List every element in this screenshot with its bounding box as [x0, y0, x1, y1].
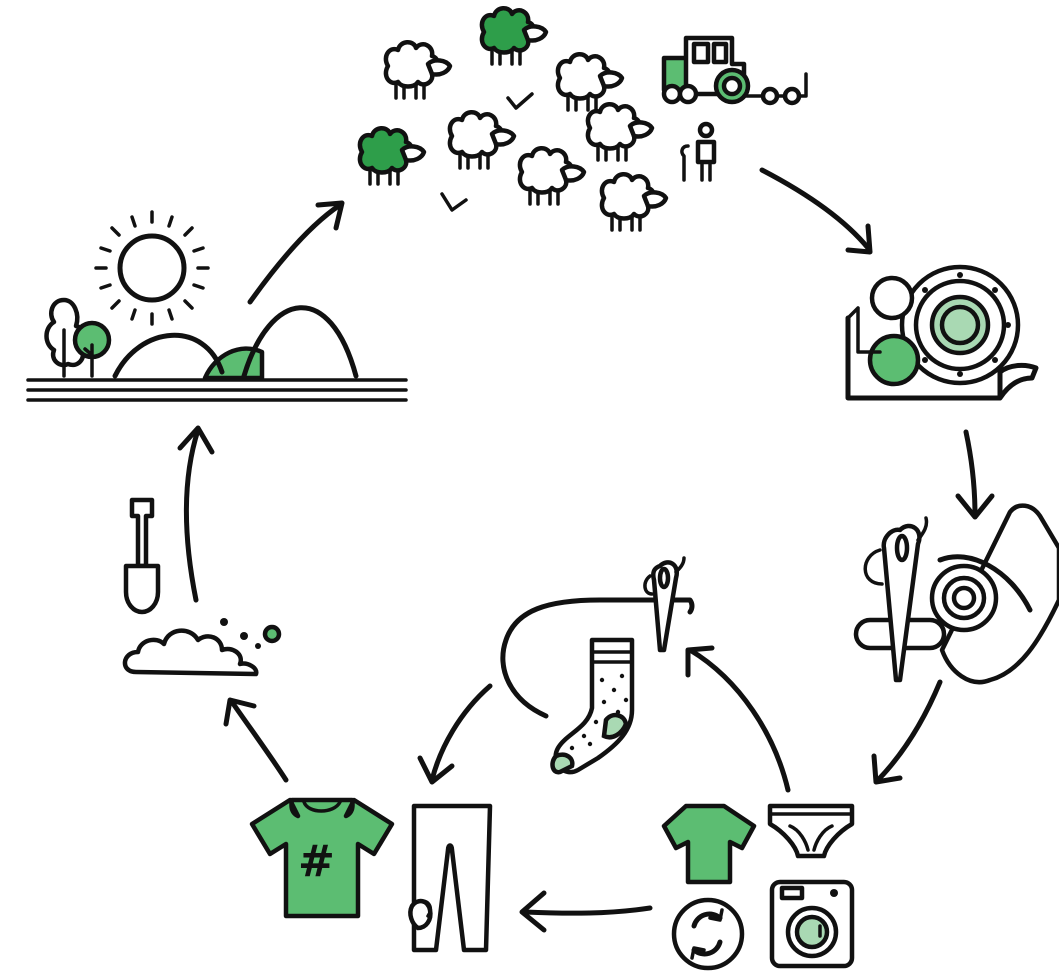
arrow-machine-to-yarn	[955, 429, 995, 520]
arrow-care-to-mending	[685, 645, 791, 793]
yarn-and-fabric-icon	[853, 503, 1059, 685]
sheep-farm-icon	[360, 8, 808, 230]
sheep-icon	[602, 174, 666, 230]
cycle-arrows	[177, 167, 995, 933]
bird-icon	[440, 92, 534, 212]
soil-mound-icon	[122, 618, 282, 677]
underwear-icon	[767, 803, 855, 859]
arrow-landscape-to-sheep	[247, 200, 345, 305]
dotted-ring	[922, 272, 1011, 377]
shovel-icon	[123, 497, 161, 615]
recycle-wash-icon	[671, 897, 745, 971]
green-tshirt-icon	[661, 803, 757, 885]
ground-lines	[26, 378, 408, 402]
needle-icon	[643, 556, 686, 653]
biodegrade-soil-icon	[122, 497, 282, 677]
tractor-icon	[661, 35, 808, 106]
hashtag-mark: #	[298, 836, 335, 887]
farmer-icon	[680, 121, 717, 182]
arrow-tshirt-to-soil	[223, 697, 289, 783]
trees-icon	[44, 297, 112, 378]
sheep-icon	[360, 128, 424, 184]
landscape-icon	[26, 210, 408, 402]
repair-mending-icon	[500, 556, 695, 775]
sheep-icon	[482, 8, 546, 64]
arrow-soil-to-landscape	[177, 425, 215, 603]
sock-icon	[550, 637, 635, 775]
worn-garments-icon: #	[249, 797, 493, 953]
arrow-sheep-to-machine	[759, 167, 873, 255]
sun-icon	[94, 210, 210, 326]
arrow-yarn-to-care	[871, 679, 943, 785]
sheep-icon	[386, 42, 450, 98]
sheep-icon	[520, 148, 584, 204]
garment-care-icon	[661, 803, 855, 971]
sheep-icon	[450, 112, 514, 168]
trousers-icon	[408, 803, 493, 953]
hills-icon	[112, 305, 359, 381]
washing-machine-icon	[769, 879, 855, 969]
hashtag-tshirt-icon: #	[249, 797, 395, 919]
sheep-icon	[558, 54, 622, 110]
wool-processing-machine-icon	[845, 264, 1039, 401]
arrow-mending-to-pants	[417, 683, 493, 785]
arrow-care-to-pants	[519, 890, 653, 933]
sheep-icon	[588, 104, 652, 160]
